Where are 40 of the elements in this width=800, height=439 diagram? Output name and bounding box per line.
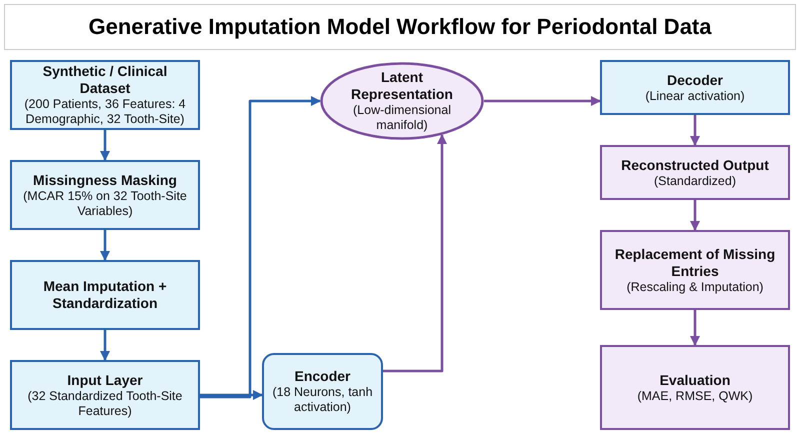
rounded-box	[262, 353, 383, 430]
node-title: Synthetic / Clinical Dataset	[42, 63, 168, 97]
node-title: Latent Representation	[350, 69, 454, 103]
process-box	[600, 345, 790, 430]
process-box	[600, 60, 790, 115]
arrow	[690, 115, 700, 146]
arrow	[484, 96, 601, 106]
node-title: Evaluation	[660, 372, 730, 388]
node-description: (32 Standardized Tooth-Site Features)	[26, 388, 184, 418]
arrow	[100, 330, 110, 361]
process-box	[10, 360, 200, 430]
node-description: (Rescaling & Imputation)	[626, 280, 764, 294]
process-box	[10, 260, 200, 330]
node-description: (18 Neurons, tanh activation)	[271, 385, 374, 415]
node-description: (MAE, RMSE, QWK)	[637, 388, 753, 404]
node-description: (200 Patients, 36 Features: 4 Demographic, 32 Tooth-Site)	[23, 97, 187, 127]
title: Generative Imputation Model Workflow for Periodontal Data	[4, 4, 796, 50]
node-title: Reconstructed Output	[621, 156, 769, 174]
arrow	[100, 130, 110, 161]
node-description: (Standardized)	[654, 174, 736, 188]
node-description: (Linear activation)	[645, 88, 745, 104]
node-title: Input Layer	[67, 372, 143, 388]
process-box	[10, 60, 200, 130]
node-title: Encoder	[294, 368, 350, 385]
arrow	[690, 200, 700, 231]
process-box	[600, 145, 790, 200]
arrow	[383, 134, 447, 372]
node-description: (MCAR 15% on 32 Tooth-Site Variables)	[22, 188, 188, 218]
arrow	[100, 230, 110, 261]
node-title: Mean Imputation + Standardization	[42, 278, 168, 312]
arrow	[690, 310, 700, 346]
node-description: (Low-dimensional manifold)	[352, 103, 452, 133]
arrow	[200, 390, 263, 400]
arrow	[200, 96, 321, 398]
process-box	[10, 160, 200, 230]
node-title: Decoder	[666, 72, 724, 88]
process-box	[600, 230, 790, 310]
ellipse-node	[320, 62, 484, 140]
node-title: Missingness Masking	[33, 172, 177, 188]
node-title: Replacement of Missing Entries	[614, 246, 776, 280]
